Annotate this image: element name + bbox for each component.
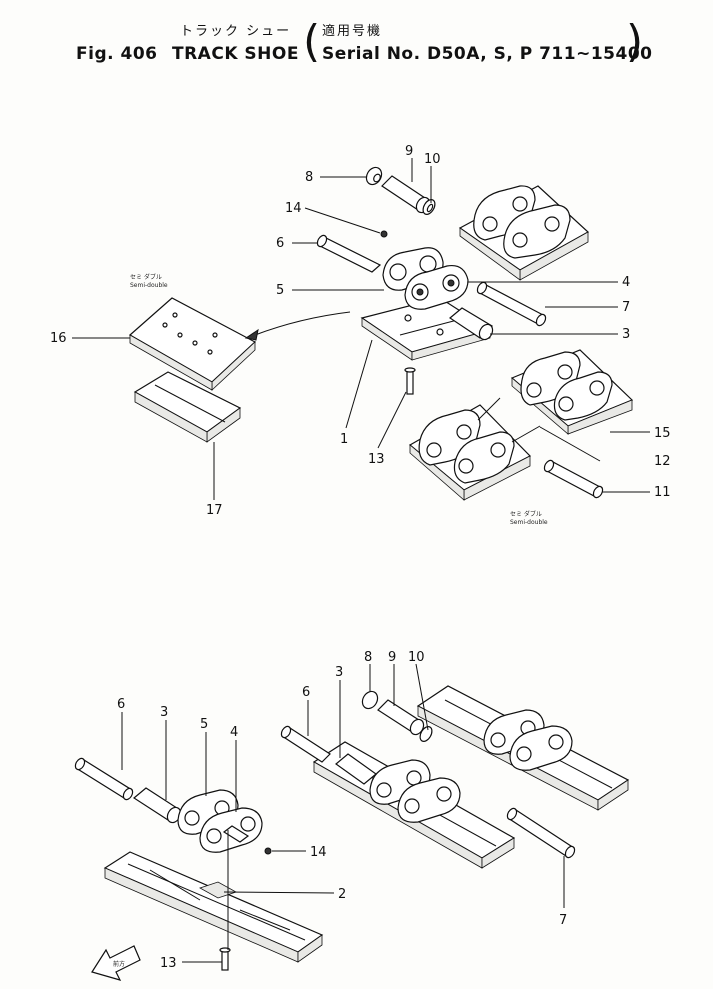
lower-bolt-13	[219, 947, 231, 971]
collar-8	[365, 166, 383, 186]
lower-bushing-9	[377, 699, 425, 736]
callout-15: 15	[654, 426, 671, 441]
note-semi-double-en-2: Semi-double	[510, 519, 548, 526]
callout-8: 8	[305, 170, 313, 185]
front-direction-label: 前方	[113, 960, 125, 968]
pin-11	[543, 459, 604, 499]
arrow-head	[244, 328, 259, 341]
note-semi-double-en-1: Semi-double	[130, 282, 168, 289]
pin-7	[476, 281, 547, 327]
lower-callout-9: 9	[388, 650, 396, 665]
lower-callout-7: 7	[559, 913, 567, 928]
lower-callout-5: 5	[200, 717, 208, 732]
lower-callout-4: 4	[230, 725, 238, 740]
lower-callout-2: 2	[338, 887, 346, 902]
callout-12: 12	[654, 454, 671, 469]
note-semi-double-jp-2: セミ ダブル	[510, 510, 542, 518]
lower-callout-13: 13	[160, 956, 177, 971]
callout-9: 9	[405, 144, 413, 159]
assembled-shoe-top-right	[458, 185, 590, 281]
ring-10	[422, 199, 436, 215]
semi-double-shoe-16	[128, 297, 257, 391]
lower-shoe-plate-2	[103, 851, 324, 963]
diagram-title: TRACK SHOE	[172, 44, 299, 64]
lower-callout-3: 3	[160, 705, 168, 720]
lower-pin-7	[506, 807, 576, 859]
callout-3: 3	[622, 327, 630, 342]
callout-11: 11	[654, 485, 671, 500]
lower-pin-6	[74, 757, 134, 801]
lower-callout-6: 6	[117, 697, 125, 712]
lower-callout-10: 10	[408, 650, 425, 665]
callout-6: 6	[276, 236, 284, 251]
note-semi-double-jp-1: セミ ダブル	[130, 273, 162, 281]
callout-13: 13	[368, 452, 385, 467]
callout-4: 4	[622, 275, 630, 290]
callout-1: 1	[340, 432, 348, 447]
callout-7: 7	[622, 300, 630, 315]
assembled-shoe-15	[510, 349, 634, 435]
lower-callout-3b: 3	[335, 665, 343, 680]
front-direction-arrow: 前方	[91, 945, 141, 981]
callout-14: 14	[285, 201, 302, 216]
assembled-shoe-12	[408, 397, 541, 501]
semi-double-shoe-17	[133, 371, 242, 443]
bolt-13	[404, 367, 416, 395]
lower-link-pair	[177, 789, 263, 853]
pin-6	[316, 234, 382, 273]
upper-assembly: セミ ダブル Semi-double セミ ダブル Semi-double 9 …	[50, 144, 671, 526]
lower-ring-10	[419, 726, 433, 742]
lower-callout-6b: 6	[302, 685, 310, 700]
arrow-to-shoe	[254, 311, 351, 336]
callout-10: 10	[424, 152, 441, 167]
bushing-3	[448, 307, 494, 341]
lower-bushing-3	[132, 787, 182, 824]
lower-nut-14	[264, 847, 272, 855]
nut-14	[380, 230, 388, 238]
callout-5: 5	[276, 283, 284, 298]
title-jp: トラック シュー	[180, 24, 292, 39]
callout-17: 17	[206, 503, 223, 518]
serial-jp: 適用号機	[322, 24, 383, 39]
paren-open: (	[303, 16, 321, 67]
lower-callout-8: 8	[364, 650, 372, 665]
lower-shoe-behind	[416, 685, 630, 811]
link-pair-center	[382, 247, 469, 310]
figure-number: Fig. 406	[76, 44, 158, 64]
lower-right-assembly	[280, 725, 516, 869]
callout-16: 16	[50, 331, 67, 346]
lower-callout-14: 14	[310, 845, 327, 860]
lower-assembly: 前方 6 3 5 4 14 2 13 8 9	[74, 650, 630, 981]
lower-collar-8	[361, 690, 379, 710]
paren-close: )	[626, 16, 644, 67]
serial-range: Serial No. D50A, S, P 711~15400	[322, 44, 653, 64]
